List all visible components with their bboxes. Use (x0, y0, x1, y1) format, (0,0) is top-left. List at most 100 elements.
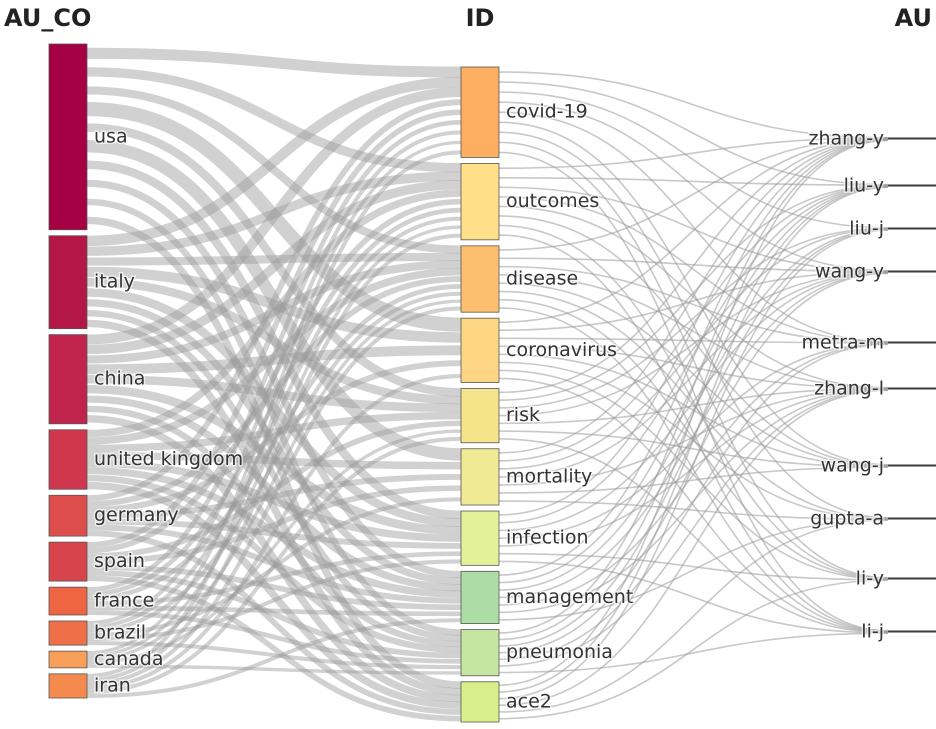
country-keyword-link (86, 384, 462, 535)
keyword-author-link (498, 438, 889, 634)
country-keyword-link (86, 189, 462, 438)
country-keyword-link (86, 216, 462, 689)
country-keyword-link (86, 171, 462, 256)
node-bar-usa[interactable] (48, 43, 88, 231)
node-infection[interactable]: infection (460, 510, 590, 566)
node-bar-united-kingdom[interactable] (48, 429, 88, 490)
node-risk[interactable]: risk (460, 388, 542, 444)
node-bar-wang-y[interactable] (888, 270, 936, 273)
keyword-author-link (498, 430, 889, 468)
node-bar-france[interactable] (48, 586, 88, 616)
column-header-id: ID (466, 4, 495, 32)
country-keyword-link (86, 459, 462, 542)
node-china[interactable]: china (48, 334, 147, 425)
country-keyword-link (86, 216, 462, 630)
node-disease[interactable]: disease (460, 245, 580, 313)
node-coronavirus[interactable]: coronavirus (460, 317, 619, 383)
node-bar-covid-19[interactable] (460, 66, 500, 158)
node-brazil[interactable]: brazil (48, 620, 148, 646)
keyword-author-link (498, 196, 889, 343)
node-outcomes[interactable]: outcomes (460, 163, 601, 241)
node-united-kingdom[interactable]: united kingdom (48, 429, 245, 490)
node-gupta-a[interactable]: gupta-a (809, 506, 936, 531)
node-bar-zhang-y[interactable] (888, 137, 936, 140)
node-bar-coronavirus[interactable] (460, 317, 500, 383)
node-management[interactable]: management (460, 570, 635, 624)
node-liu-j[interactable]: liu-j (848, 216, 936, 241)
node-bar-disease[interactable] (460, 245, 500, 313)
keyword-author-link (498, 229, 889, 700)
keyword-author-link (498, 228, 889, 591)
node-bar-canada[interactable] (48, 650, 88, 669)
country-keyword-link (86, 405, 462, 648)
node-bar-li-j[interactable] (888, 630, 936, 633)
node-bar-outcomes[interactable] (460, 163, 500, 241)
node-wang-j[interactable]: wang-j (819, 453, 936, 478)
node-bar-management[interactable] (460, 570, 500, 624)
node-bar-iran[interactable] (48, 673, 88, 699)
node-bar-li-y[interactable] (888, 577, 936, 580)
node-covid-19[interactable]: covid-19 (460, 66, 589, 158)
country-keyword-link (86, 260, 462, 364)
keyword-author-link (498, 91, 889, 229)
node-pneumonia[interactable]: pneumonia (460, 629, 614, 677)
keyword-author-link (498, 274, 889, 389)
node-liu-y[interactable]: liu-y (842, 173, 936, 198)
node-bar-spain[interactable] (48, 541, 88, 582)
node-bar-wang-j[interactable] (888, 464, 936, 467)
node-zhang-l[interactable]: zhang-l (813, 376, 936, 401)
country-keyword-link (86, 284, 462, 602)
node-bar-infection[interactable] (460, 510, 500, 566)
country-keyword-link (86, 267, 462, 445)
node-usa[interactable]: usa (48, 43, 129, 231)
keyword-author-link (498, 265, 889, 344)
node-bar-china[interactable] (48, 334, 88, 425)
node-iran[interactable]: iran (48, 673, 132, 699)
country-keyword-link (86, 101, 462, 332)
node-label: italy (94, 271, 135, 293)
node-canada[interactable]: canada (48, 646, 165, 671)
node-bar-zhang-l[interactable] (888, 387, 936, 390)
node-spain[interactable]: spain (48, 541, 146, 582)
node-label: wang-y (815, 261, 884, 283)
node-bar-ace2[interactable] (460, 681, 500, 723)
keyword-author-link (498, 387, 889, 425)
node-bar-pneumonia[interactable] (460, 629, 500, 677)
node-mortality[interactable]: mortality (460, 448, 594, 506)
node-li-j[interactable]: li-j (860, 619, 936, 644)
country-keyword-link (86, 225, 462, 658)
links-layer (86, 47, 889, 722)
country-keyword-link (86, 198, 462, 554)
node-bar-liu-y[interactable] (888, 184, 936, 187)
keyword-author-link (498, 71, 889, 139)
node-bar-gupta-a[interactable] (888, 517, 936, 520)
node-label: china (94, 368, 145, 390)
node-bar-metra-m[interactable] (888, 341, 936, 344)
keyword-author-link (498, 101, 889, 272)
node-wang-y[interactable]: wang-y (813, 259, 936, 284)
node-zhang-y[interactable]: zhang-y (807, 126, 936, 151)
country-keyword-link (86, 291, 462, 634)
keyword-author-link (498, 139, 889, 634)
node-label: pneumonia (506, 641, 613, 663)
node-metra-m[interactable]: metra-m (800, 330, 936, 355)
keyword-author-link (498, 184, 889, 401)
node-label: united kingdom (94, 448, 243, 470)
node-bar-liu-j[interactable] (888, 227, 936, 230)
keyword-author-link (498, 81, 889, 186)
node-bar-italy[interactable] (48, 235, 88, 330)
node-label: outcomes (506, 190, 599, 212)
keyword-author-link (498, 270, 889, 332)
node-bar-brazil[interactable] (48, 620, 88, 646)
node-bar-mortality[interactable] (460, 448, 500, 506)
node-italy[interactable]: italy (48, 235, 136, 330)
node-ace2[interactable]: ace2 (460, 681, 553, 723)
country-keyword-link (86, 319, 462, 696)
node-bar-risk[interactable] (460, 388, 500, 444)
node-label: covid-19 (506, 101, 588, 123)
node-germany[interactable]: germany (48, 494, 180, 537)
country-keyword-link (86, 179, 462, 355)
node-france[interactable]: france (48, 586, 156, 616)
node-bar-germany[interactable] (48, 494, 88, 537)
node-li-y[interactable]: li-y (854, 566, 936, 591)
